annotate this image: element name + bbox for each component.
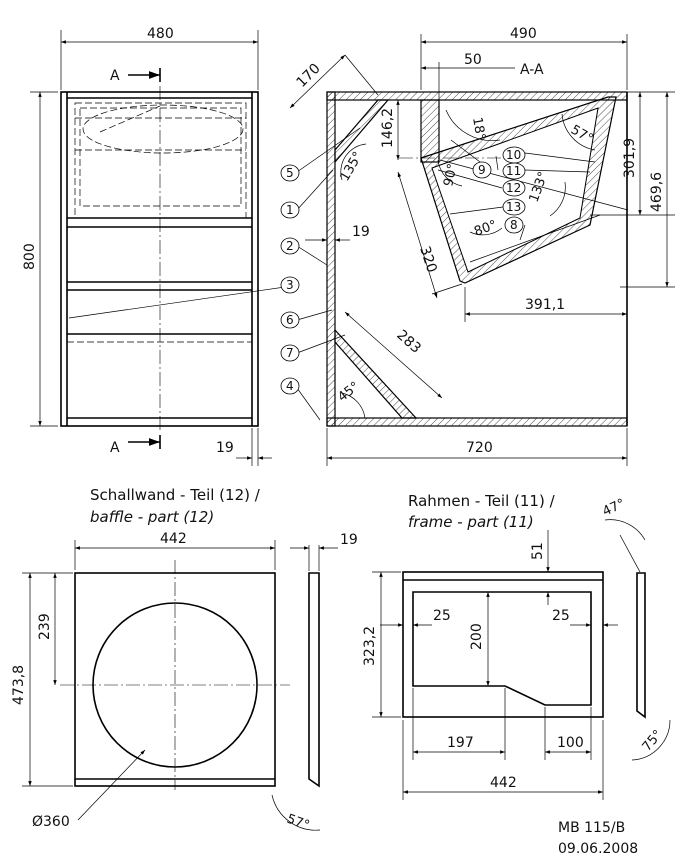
drawing-code: MB 115/B	[558, 820, 625, 836]
svg-text:7: 7	[286, 346, 294, 360]
angle-90: 90°	[441, 162, 460, 188]
part-bubble-2	[280, 237, 300, 255]
dim-301: 301,9	[622, 138, 638, 178]
frame-height-dim: 323,2	[362, 626, 378, 666]
dim-283: 283	[393, 327, 424, 357]
baffle-angle: 57°	[285, 812, 312, 834]
frame-bottom-left: 197	[447, 735, 474, 751]
svg-text:1: 1	[286, 203, 294, 217]
baffle-height-dim: 473,8	[11, 665, 27, 705]
part-bubble-11	[502, 162, 526, 180]
drawing-date: 09.06.2008	[558, 841, 638, 857]
speaker-outline	[82, 104, 244, 154]
dim-170: 170	[294, 61, 324, 91]
angle-80: 80°	[472, 218, 499, 240]
frame-top-dim: 51	[530, 542, 546, 560]
frame-right-margin: 25	[552, 608, 570, 624]
svg-text:10: 10	[506, 148, 521, 162]
baffle-caption-en: baffle - part (12)	[90, 508, 214, 526]
section-marker-top: A	[110, 68, 120, 84]
frame-angle-bottom: 75°	[640, 727, 666, 754]
top-wall	[326, 91, 628, 101]
front-outline	[60, 91, 259, 427]
bottom-wall	[326, 417, 628, 427]
frame-caption-de: Rahmen - Teil (11) /	[408, 492, 556, 510]
baffle-hole-dim: Ø360	[32, 814, 70, 830]
svg-text:4: 4	[286, 379, 294, 393]
angle-18: 18°	[469, 116, 488, 141]
part-bubble-7	[280, 344, 300, 362]
part-bubble-4	[280, 377, 300, 395]
frame-view: Rahmen - Teil (11) / frame - part (11) 5…	[362, 492, 671, 800]
part-bubble-13	[502, 198, 526, 216]
front-width-dim: 480	[147, 26, 174, 42]
svg-text:13: 13	[506, 200, 521, 214]
part-bubble-8	[504, 216, 524, 234]
frame-left-margin: 25	[433, 608, 451, 624]
dim-146: 146,2	[380, 108, 396, 148]
svg-text:3: 3	[286, 278, 294, 292]
baffle-width-dim: 442	[160, 531, 187, 547]
svg-text:5: 5	[286, 166, 294, 180]
front-wall	[326, 91, 336, 427]
part-bubble-1	[280, 201, 300, 219]
part-number-bubbles: 5 1 2 3 6 7 4 10 11 9 12 13 8	[280, 146, 526, 395]
frame-inner-height: 200	[469, 623, 485, 650]
part-bubble-3	[280, 276, 300, 294]
dim-469: 469,6	[649, 172, 665, 212]
frame-angle-top: 47°	[600, 496, 627, 519]
front-thickness-dim: 19	[216, 440, 234, 456]
part-bubble-6	[280, 311, 300, 329]
svg-text:2: 2	[286, 239, 294, 253]
front-view: A A 480 800 19	[22, 26, 272, 466]
dim-wall-19: 19	[352, 224, 370, 240]
title-block: MB 115/B 09.06.2008	[558, 820, 638, 857]
svg-text:9: 9	[478, 163, 486, 177]
baffle-thickness-dim: 19	[340, 532, 358, 548]
dim-391: 391,1	[525, 297, 565, 313]
top-offset-dim: 50	[464, 52, 482, 68]
part-bubble-9	[472, 161, 492, 179]
frame-cutout	[412, 591, 592, 706]
svg-text:8: 8	[510, 218, 518, 232]
svg-text:11: 11	[506, 164, 521, 178]
part-bubble-5	[280, 164, 300, 182]
section-title: A-A	[520, 62, 544, 78]
part-bubble-12	[502, 179, 526, 197]
baffle-caption-de: Schallwand - Teil (12) /	[90, 486, 261, 504]
top-total-dim: 490	[510, 26, 537, 42]
front-height-dim: 800	[22, 243, 38, 270]
frame-outline	[402, 571, 604, 718]
frame-caption-en: frame - part (11)	[408, 513, 534, 531]
dim-320: 320	[416, 244, 439, 274]
angle-45: 45°	[335, 379, 362, 405]
frame-bottom-right: 100	[557, 735, 584, 751]
baffle-view: Schallwand - Teil (12) / baffle - part (…	[11, 486, 358, 834]
dim-720: 720	[466, 440, 493, 456]
svg-text:12: 12	[506, 181, 521, 195]
section-marker-bottom: A	[110, 440, 120, 456]
baffle-offset-dim: 239	[37, 613, 53, 640]
frame-width-dim: 442	[490, 775, 517, 791]
svg-text:6: 6	[286, 313, 294, 327]
